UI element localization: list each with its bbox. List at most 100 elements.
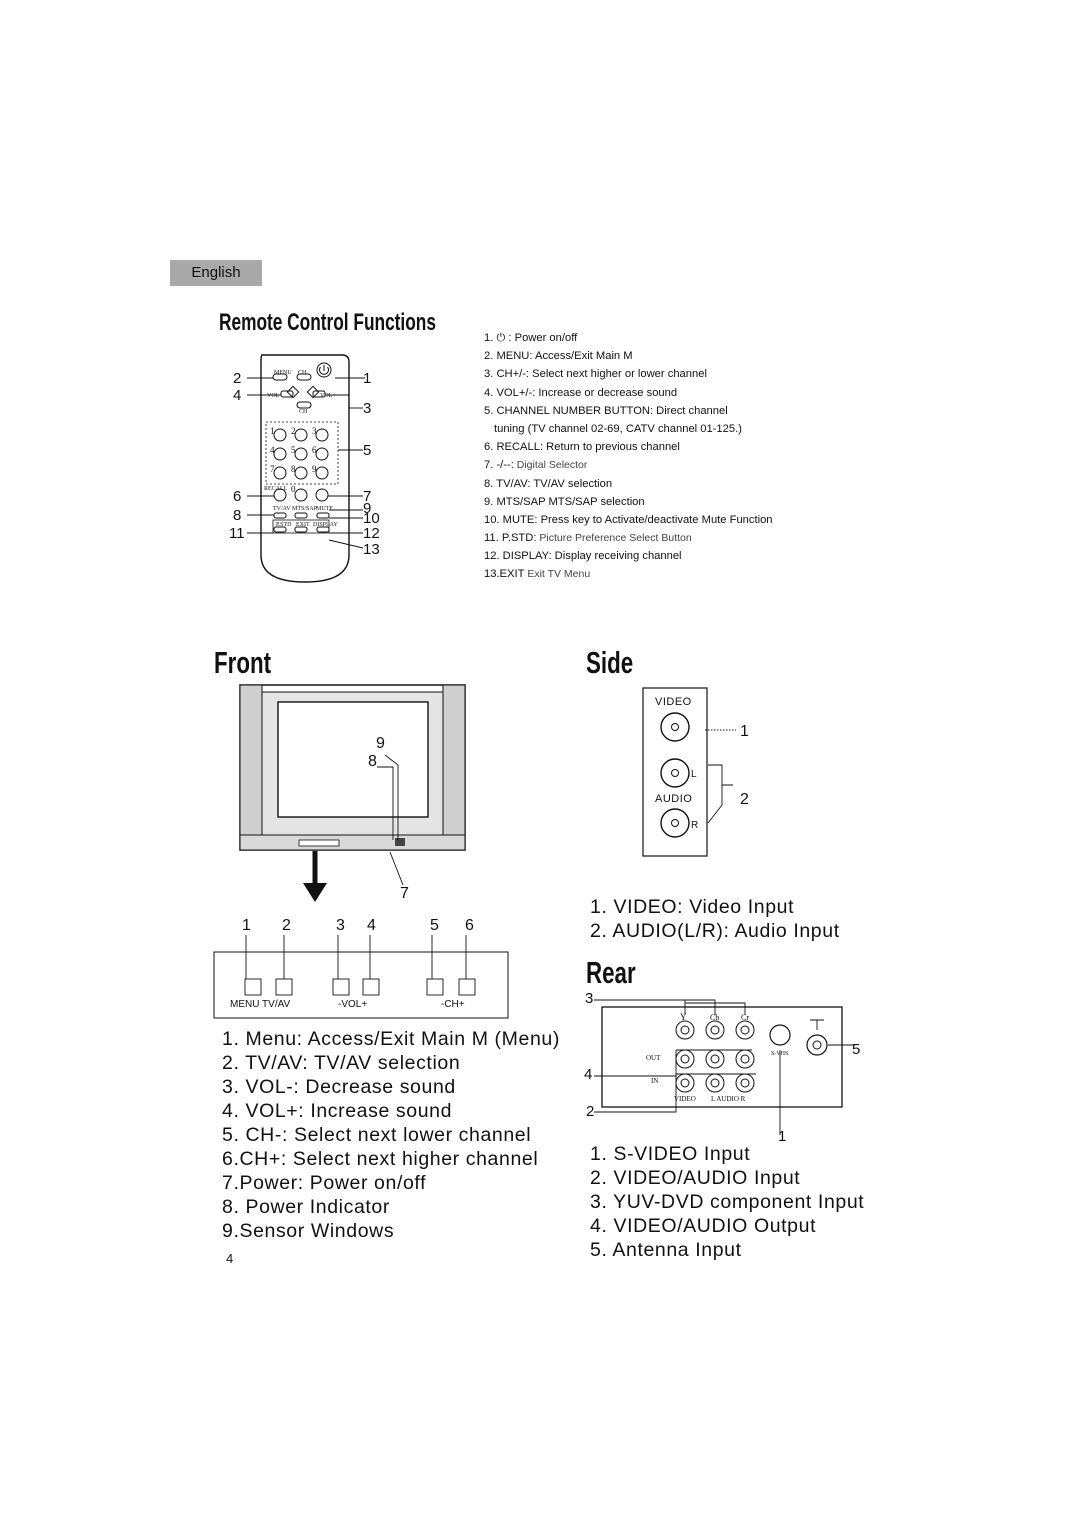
remote-callout-13: 13 [363,541,380,558]
rear-cb-label: Cb [710,1013,720,1022]
remote-digit: 7 [270,464,275,474]
menu-button-shape [272,373,288,381]
remote-digit: 4 [270,445,275,455]
remote-callout-11: 11 [229,525,245,542]
rear-cr-label: Cr [741,1013,749,1022]
rear-items-list: 1. S-VIDEO Input 2. VIDEO/AUDIO Input 3.… [590,1142,864,1262]
remote-menu-label: MENU [274,370,292,376]
remote-callout-10: 10 [363,510,380,527]
rear-y-label: Y [680,1012,687,1022]
remote-digit: 8 [291,464,296,474]
panel-label-ch: -CH+ [441,999,465,1010]
side-audio-label: AUDIO [655,793,693,805]
remote-digit: 1 [270,426,275,436]
remote-exit-label: EXIT [296,522,310,528]
remote-callout-7: 7 [363,488,372,505]
remote-digit: 0 [291,484,296,494]
list-item: 1. ⏻ : Power on/off [484,332,578,344]
list-item: 7. -/--: Digital Selector [484,459,588,472]
rear-in-label: IN [651,1077,659,1085]
list-item: 4. VOL+: Increase sound [222,1100,453,1122]
remote-control-diagram [247,354,365,583]
list-item: 6. RECALL: Return to previous channel [484,441,680,454]
list-item: 11. P.STD: Picture Preference Select But… [484,532,692,545]
list-item: 1. Menu: Access/Exit Main M (Menu) [222,1028,560,1050]
rear-audio-label: L AUDIO R [711,1095,746,1103]
rear-out-label: OUT [646,1054,661,1062]
remote-function-list: 1. ⏻ : Power on/off 2. MENU: Access/Exit… [484,329,773,584]
rear-callout-3: 3 [585,990,594,1007]
list-item: tuning (TV channel 02-69, CATV channel 0… [494,422,742,435]
list-item: 5. CHANNEL NUMBER BUTTON: Direct channel [484,404,728,417]
side-callout-2: 2 [740,791,749,808]
list-item: 3. YUV-DVD component Input [590,1191,865,1213]
rear-video-label: VIDEO [674,1095,696,1103]
list-item: 10. MUTE: Press key to Activate/deactiva… [484,513,773,526]
list-item: 5. Antenna Input [590,1239,742,1261]
side-panel-diagram [642,687,736,857]
remote-mts-label: MTS/SAP [292,506,318,512]
list-item: 1. VIDEO: Video Input [590,896,795,918]
panel-number-2: 2 [282,917,291,934]
remote-digit: 5 [291,445,296,455]
remote-callout-5: 5 [363,442,372,459]
list-item: 3. VOL-: Decrease sound [222,1076,456,1098]
panel-number-1: 1 [242,917,251,934]
side-video-label: VIDEO [655,696,692,708]
remote-mute-label: MUTE [316,506,333,512]
power-icon [316,362,332,378]
remote-callout-8: 8 [233,507,242,524]
side-r-label: R [691,820,699,831]
panel-number-4: 4 [367,917,376,934]
list-item: 2. VIDEO/AUDIO Input [590,1167,801,1189]
remote-recall-label: RECALL [264,486,288,492]
side-items-list: 1. VIDEO: Video Input 2. AUDIO(L/R): Aud… [590,895,840,943]
list-item: 9.Sensor Windows [222,1220,395,1242]
list-item: 9. MTS/SAP MTS/SAP selection [484,495,645,508]
remote-ch-label: CH [298,370,307,376]
front-callout-9: 9 [376,735,385,752]
rear-section-title: Rear [586,955,636,990]
rear-callout-4: 4 [584,1066,593,1083]
rear-svhs-label: S-VHS [771,1051,789,1057]
remote-callout-6: 6 [233,488,242,505]
remote-callout-12: 12 [363,525,380,542]
side-l-label: L [691,769,697,780]
rear-panel-diagram [594,999,855,1135]
remote-section-title: Remote Control Functions [219,309,436,336]
list-item: 4. VIDEO/AUDIO Output [590,1215,817,1237]
panel-number-3: 3 [336,917,345,934]
front-section-title: Front [214,645,272,680]
language-tab: English [170,260,262,286]
list-item: 1. S-VIDEO Input [590,1143,751,1165]
remote-pstd-label: P.STD [276,522,292,528]
remote-digit: 3 [312,426,317,436]
remote-tvav-label: TV/AV [273,506,291,512]
list-item: 5. CH-: Select next lower channel [222,1124,532,1146]
list-item: 7.Power: Power on/off [222,1172,427,1194]
remote-digit: 2 [291,426,296,436]
panel-number-5: 5 [430,917,439,934]
list-item: 2. MENU: Access/Exit Main M [484,350,633,363]
remote-digit: 6 [312,445,317,455]
list-item: 13.EXIT Exit TV Menu [484,568,591,581]
front-control-panel [213,935,509,1019]
rear-callout-1: 1 [778,1128,787,1145]
tv-front-diagram [239,684,466,902]
front-callout-7: 7 [400,885,409,902]
list-item: 8. Power Indicator [222,1196,390,1218]
list-item: 2. AUDIO(L/R): Audio Input [590,920,840,942]
list-item: 2. TV/AV: TV/AV selection [222,1052,461,1074]
rear-callout-5: 5 [852,1041,861,1058]
remote-callout-3: 3 [363,400,372,417]
remote-callout-4: 4 [233,387,242,404]
page-number: 4 [226,1251,234,1266]
panel-label-menu-tvav: MENU TV/AV [230,999,291,1010]
remote-digit: 9 [312,464,317,474]
side-callout-1: 1 [740,723,749,740]
remote-vol-minus-label: VOL- [267,393,282,399]
rear-callout-2: 2 [586,1103,595,1120]
front-callout-8: 8 [368,753,377,770]
front-items-list: 1. Menu: Access/Exit Main M (Menu) 2. TV… [222,1027,560,1243]
list-item: 3. CH+/-: Select next higher or lower ch… [484,368,707,381]
